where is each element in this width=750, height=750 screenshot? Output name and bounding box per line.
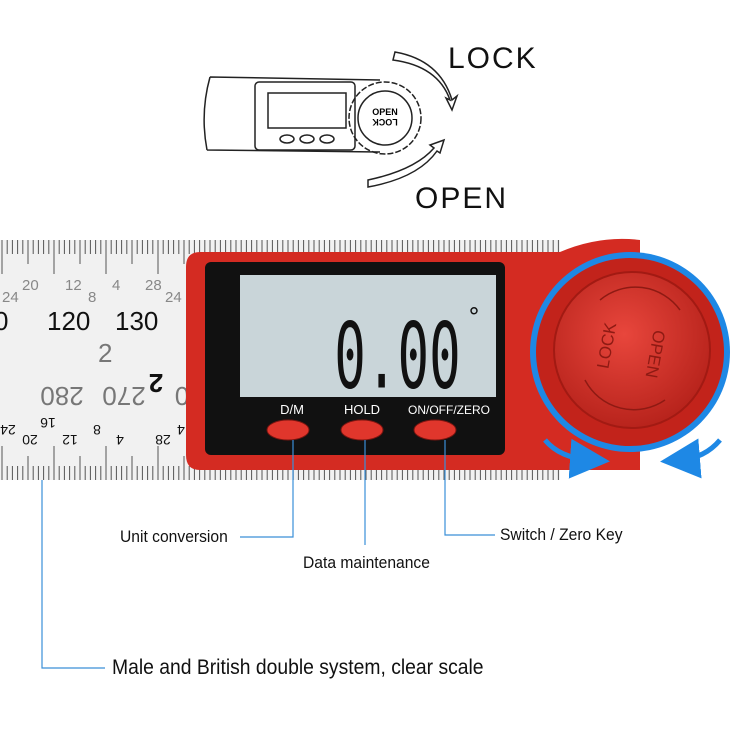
lock-label: LOCK (448, 42, 538, 75)
onoff-zero-button[interactable] (413, 419, 457, 441)
ruler-bottom-inch-labels: 24 20 16 12 8 4 28 4 (0, 415, 185, 448)
svg-text:4: 4 (177, 422, 185, 438)
sketch-dial-open: OPEN (372, 107, 398, 117)
svg-text:280: 280 (40, 381, 83, 411)
svg-text:20: 20 (22, 432, 38, 448)
open-label: OPEN (415, 182, 509, 215)
svg-text:20: 20 (22, 277, 39, 294)
onoff-label: ON/OFF/ZERO (408, 403, 490, 417)
svg-text:0: 0 (175, 381, 189, 411)
svg-text:28: 28 (145, 277, 162, 294)
rotate-arrow-left-icon (543, 438, 610, 479)
svg-text:8: 8 (93, 422, 101, 438)
ruler-bottom-degree-labels: 2 280 270 0 2 (40, 368, 189, 411)
callout-unit-conversion: Unit conversion (120, 527, 228, 546)
svg-text:24: 24 (0, 422, 16, 438)
lock-sketch (203, 51, 459, 188)
svg-text:24: 24 (165, 289, 182, 306)
svg-text:28: 28 (155, 432, 171, 448)
svg-text:130: 130 (115, 306, 158, 336)
svg-text:12: 12 (62, 432, 78, 448)
callout-switch-zero: Switch / Zero Key (500, 525, 623, 544)
sketch-dial-lock: LOCK (372, 117, 398, 127)
svg-text:16: 16 (40, 415, 56, 431)
lcd-screen (240, 275, 496, 397)
dm-label: D/M (280, 402, 304, 417)
hold-button[interactable] (340, 419, 384, 441)
svg-text:270: 270 (102, 381, 145, 411)
angle-reading: 0.00 (334, 303, 460, 410)
dm-button[interactable] (266, 419, 310, 441)
callout-lines (41, 440, 495, 669)
svg-text:4: 4 (112, 277, 120, 294)
hold-label: HOLD (344, 402, 380, 417)
ruler-mark-top: 2 (98, 338, 112, 368)
ruler-top-degree-labels: 0 120 130 (0, 306, 158, 336)
svg-text:24: 24 (2, 289, 19, 306)
svg-text:12: 12 (65, 277, 82, 294)
svg-text:4: 4 (116, 432, 124, 448)
svg-text:8: 8 (88, 289, 96, 306)
ruler-top-inch-labels: 24 20 12 8 4 28 24 (2, 277, 182, 306)
degree-unit: ° (468, 303, 480, 331)
svg-text:2: 2 (149, 368, 163, 398)
callout-scale: Male and British double system, clear sc… (112, 656, 484, 679)
rotate-arrow-right-icon (660, 438, 722, 479)
callout-data-maintenance: Data maintenance (303, 553, 430, 572)
svg-text:120: 120 (47, 306, 90, 336)
svg-text:0: 0 (0, 306, 8, 336)
